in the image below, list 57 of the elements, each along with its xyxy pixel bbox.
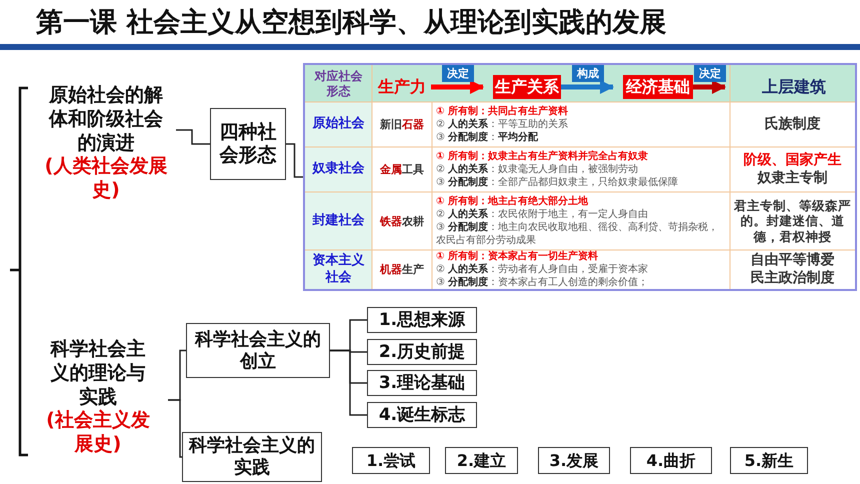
relation-text: ② 人的关系：农民依附于地主，有一定人身自由	[436, 208, 650, 221]
topic-box: 4.曲折	[630, 447, 712, 474]
subtopic-text: (社会主义发展史)	[45, 409, 151, 457]
topic-text: 原始社会的解体和阶级社会的演进	[48, 84, 164, 156]
society-name: 原始社会	[312, 116, 364, 133]
subtopic-text: (人类社会发展史)	[44, 155, 168, 203]
superstructure-text: 奴隶主专制	[758, 170, 828, 187]
relation-text: ① 所有制：奴隶主占有生产资料并完全占有奴隶	[436, 150, 649, 163]
superstructure-text: 氏族制度	[764, 116, 820, 134]
superstructure-text: 阶级、国家产生	[744, 152, 842, 170]
header-text: 生产力	[373, 74, 431, 100]
topic-box: 1.尝试	[352, 447, 430, 474]
connector-line	[286, 143, 303, 178]
connector-line	[330, 350, 367, 416]
relation-text: ③ 分配制度：全部产品都归奴隶主，只给奴隶最低保障	[436, 176, 680, 189]
connector-line	[176, 129, 210, 145]
relation-text: ① 所有制：共同占有生产资料	[436, 105, 569, 118]
topic-box: 2.历史前提	[367, 339, 477, 365]
society-name: 奴隶社会	[312, 161, 364, 178]
productivity-text: 铁器农耕	[380, 214, 424, 228]
topic-box: 科学社会主义的创立	[186, 323, 330, 378]
edge-label: 构成	[572, 65, 604, 82]
superstructure-text: 君主专制、等级森严的。封建迷信、道德，君权神授	[734, 198, 851, 244]
highlight-label: 生产关系	[493, 75, 561, 99]
edge-label: 决定	[442, 65, 474, 82]
productivity-text: 新旧石器	[380, 117, 424, 132]
relation-text: ② 人的关系：劳动者有人身自由，受雇于资本家	[436, 263, 650, 276]
relation-text: ③ 分配制度：资本家占有工人创造的剩余价值；	[436, 276, 650, 289]
arrow	[561, 80, 614, 94]
topic-box: 2.建立	[445, 447, 518, 474]
topic-box: 4.诞生标志	[367, 402, 477, 428]
superstructure-text: 自由平等博爱民主政治制度	[750, 252, 836, 287]
topic-box: 四种社会形态	[210, 108, 286, 180]
arrow	[431, 80, 484, 94]
topic-text: 科学社会主义的理论与实践	[49, 338, 146, 410]
topic-box: 科学社会主义的实践	[182, 432, 322, 482]
highlight-label: 经济基础	[623, 75, 693, 99]
society-name: 资本主义社会	[312, 253, 366, 286]
topic-box: 3.发展	[538, 447, 610, 474]
connector-line	[168, 399, 182, 458]
relation-text: ② 人的关系：奴隶毫无人身自由，被强制劳动	[436, 163, 640, 176]
topic-box: 3.理论基础	[367, 370, 477, 396]
productivity-text: 机器生产	[380, 262, 424, 277]
relation-text: ③ 分配制度：地主向农民收取地租、徭役、高利贷、苛捐杂税，农民占有部分劳动成果	[436, 221, 720, 247]
arrow	[693, 80, 726, 94]
table-header-text: 对应社会形态	[313, 69, 364, 98]
relation-text: ③ 分配制度：平均分配	[436, 131, 540, 144]
productivity-text: 金属工具	[380, 162, 424, 177]
relation-text: ① 所有制：资本家占有一切生产资料	[436, 250, 599, 263]
relation-text: ② 人的关系：平等互助的关系	[436, 118, 570, 131]
edge-label: 决定	[694, 65, 726, 82]
title: 第一课 社会主义从空想到科学、从理论到实践的发展	[36, 6, 666, 40]
relation-text: ① 所有制：地主占有绝大部分土地	[436, 195, 589, 208]
header-text: 上层建筑	[735, 74, 853, 100]
society-name: 封建社会	[312, 212, 364, 230]
topic-box: 5.新生	[730, 447, 808, 474]
topic-box: 1.思想来源	[367, 307, 477, 333]
